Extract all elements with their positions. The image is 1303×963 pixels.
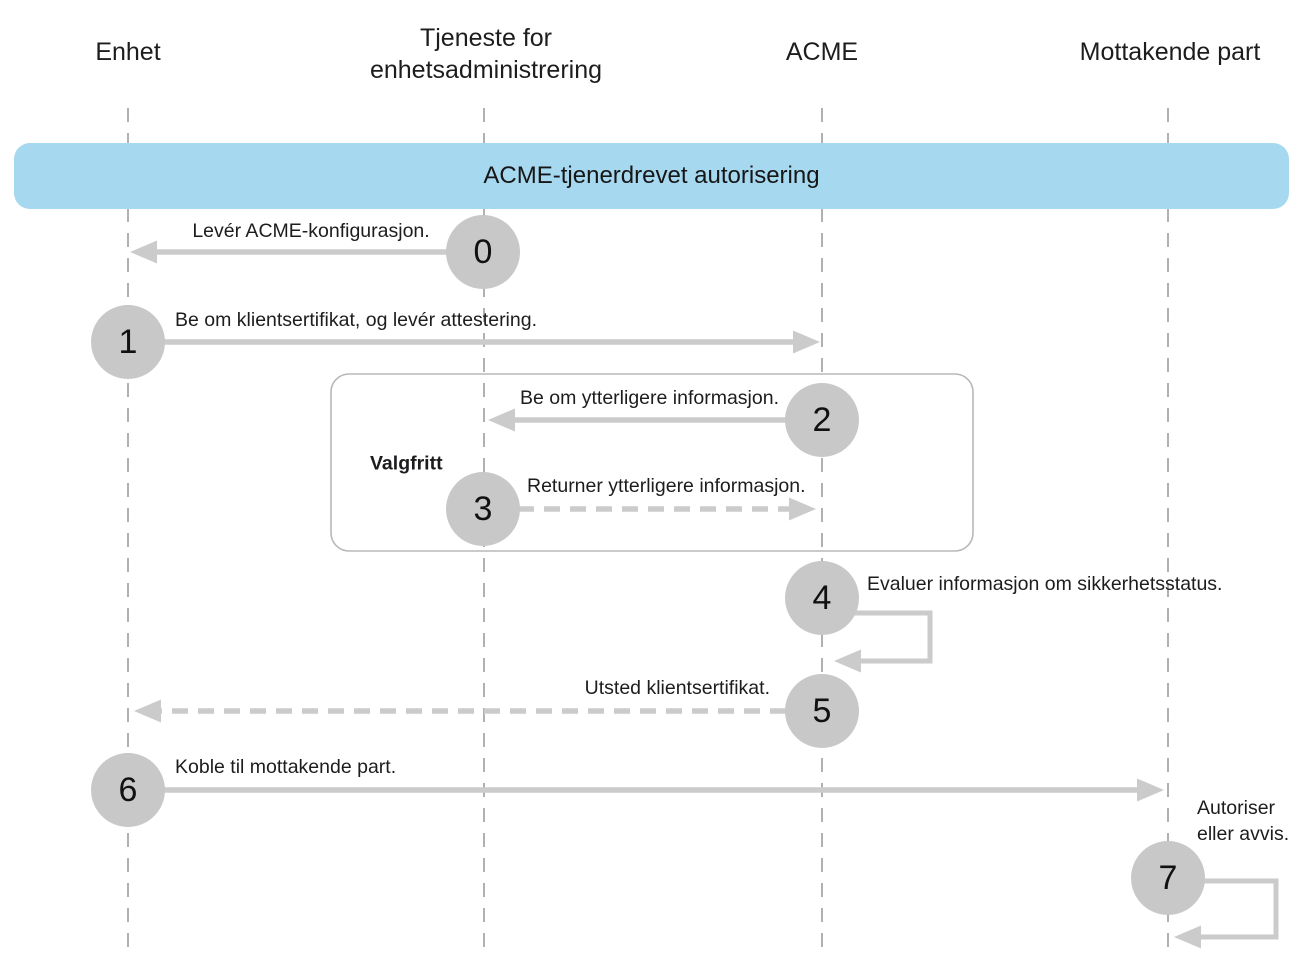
step-2-number: 2	[812, 400, 832, 439]
actor-header-mottakende-part: Mottakende part	[1079, 38, 1261, 66]
message-5-label: Utsted klientsertifikat.	[584, 677, 770, 700]
step-7-number: 7	[1158, 858, 1178, 897]
message-3-label: Returner ytterligere informasjon.	[527, 475, 806, 498]
step-2-badge: 2	[785, 383, 859, 457]
message-1-label: Be om klientsertifikat, og levér atteste…	[175, 309, 537, 332]
message-2-label: Be om ytterligere informasjon.	[519, 387, 779, 410]
title-banner: ACME-tjenerdrevet autorisering	[14, 143, 1289, 209]
step-4-badge: 4	[785, 561, 859, 635]
optional-group-box	[330, 373, 974, 552]
message-0-arrowhead-left	[130, 240, 157, 264]
message-7-arrowhead-left	[1174, 925, 1201, 949]
message-6-label: Koble til mottakende part.	[175, 756, 397, 779]
step-5-number: 5	[812, 691, 832, 730]
message-7-self-loop	[1198, 878, 1279, 940]
message-3-arrowhead-right	[789, 497, 816, 521]
step-0-badge: 0	[446, 215, 520, 289]
message-0-label: Levér ACME-konfigurasjon.	[192, 220, 430, 243]
actor-header-tjeneste: Tjeneste for enhetsadministrering	[369, 24, 603, 84]
message-5-arrowhead-left	[134, 699, 161, 723]
message-7-label: Autoriser eller avvis.	[1197, 797, 1290, 845]
step-1-number: 1	[118, 322, 138, 361]
step-6-number: 6	[118, 770, 138, 809]
step-1-badge: 1	[91, 305, 165, 379]
actor-header-acme: ACME	[785, 38, 859, 66]
step-7-badge: 7	[1131, 841, 1205, 915]
step-5-badge: 5	[785, 674, 859, 748]
step-3-badge: 3	[446, 472, 520, 546]
step-0-number: 0	[473, 232, 493, 271]
message-2-arrowhead-left	[488, 408, 515, 432]
step-6-badge: 6	[91, 753, 165, 827]
step-4-number: 4	[812, 578, 832, 617]
step-3-number: 3	[473, 489, 493, 528]
message-4-arrowhead-left	[834, 649, 861, 673]
message-4-label: Evaluer informasjon om sikkerhetsstatus.	[867, 573, 1223, 596]
actor-header-enhet: Enhet	[95, 38, 161, 66]
message-1-arrowhead-right	[793, 330, 820, 354]
optional-group-label: Valgfritt	[370, 452, 443, 475]
title-banner-text: ACME-tjenerdrevet autorisering	[483, 162, 820, 189]
message-6-arrowhead-right	[1137, 778, 1164, 802]
message-4-self-loop	[848, 610, 933, 664]
